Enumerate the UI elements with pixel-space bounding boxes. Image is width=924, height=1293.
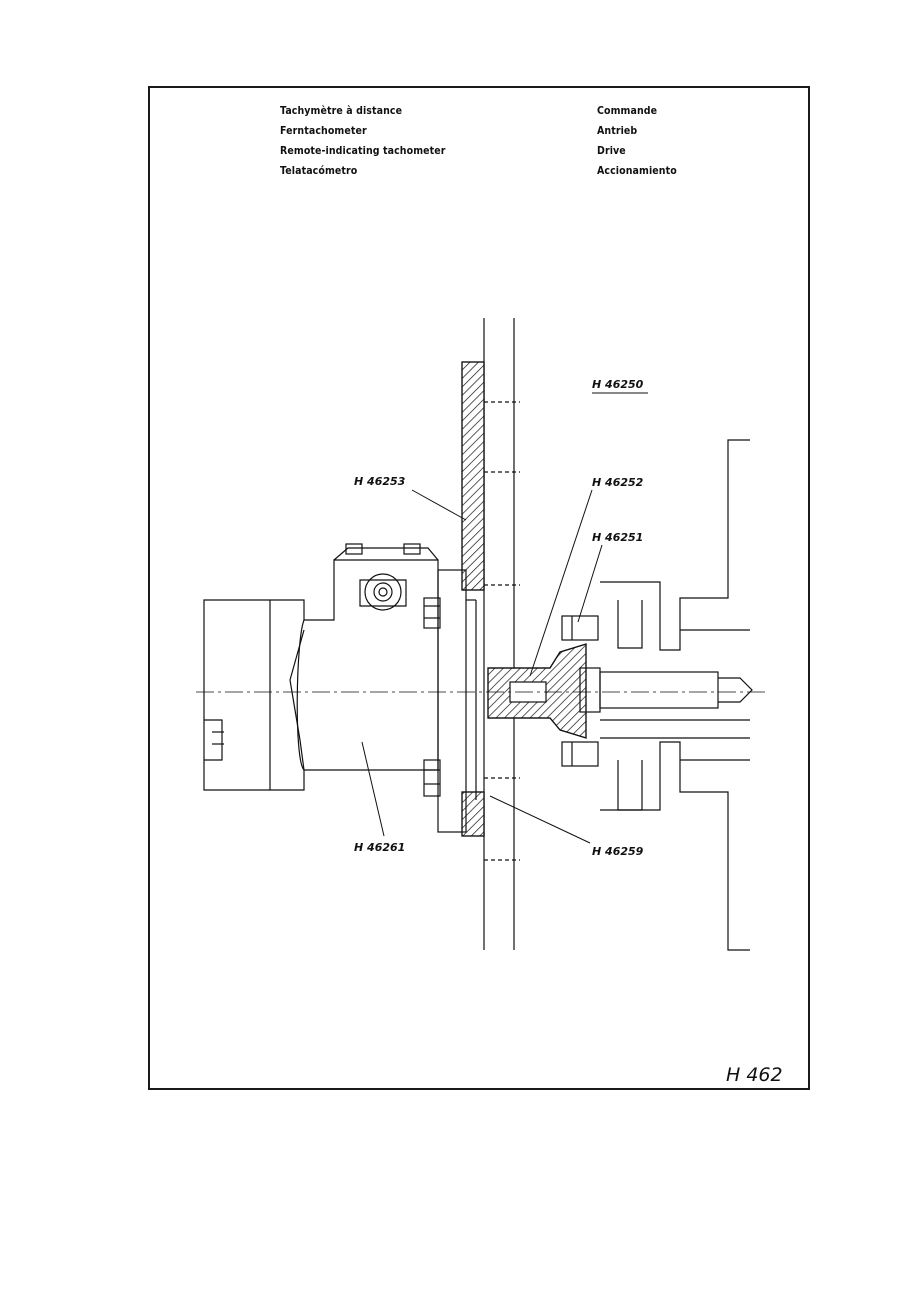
title-line-en: Remote-indicating tachometer (280, 144, 446, 157)
callout-h46253: H 46253 (354, 475, 406, 488)
subtitle-line-de: Antrieb (597, 124, 638, 137)
callout-h46261: H 46261 (354, 841, 405, 854)
title-line-fr: Tachymètre à distance (280, 104, 403, 117)
subtitle-line-fr: Commande (597, 104, 658, 117)
callout-h46259: H 46259 (592, 845, 644, 858)
callout-h46250: H 46250 (592, 378, 644, 391)
title-block-left: Tachymètre à distance Ferntachometer Rem… (280, 101, 446, 181)
subtitle-line-es: Accionamiento (597, 164, 677, 177)
title-block-right: Commande Antrieb Drive Accionamiento (597, 101, 677, 181)
mounting-plate-hatch (461, 361, 485, 591)
callout-h46252: H 46252 (592, 476, 644, 489)
title-line-de: Ferntachometer (280, 124, 367, 137)
callout-h46251: H 46251 (592, 531, 643, 544)
title-line-es: Telatacómetro (280, 164, 358, 177)
drawing-lines (196, 318, 766, 951)
drawing-frame (148, 86, 810, 1090)
subtitle-line-en: Drive (597, 144, 626, 157)
leader-lines (361, 392, 648, 844)
plate-number: H 462 (726, 1064, 783, 1086)
